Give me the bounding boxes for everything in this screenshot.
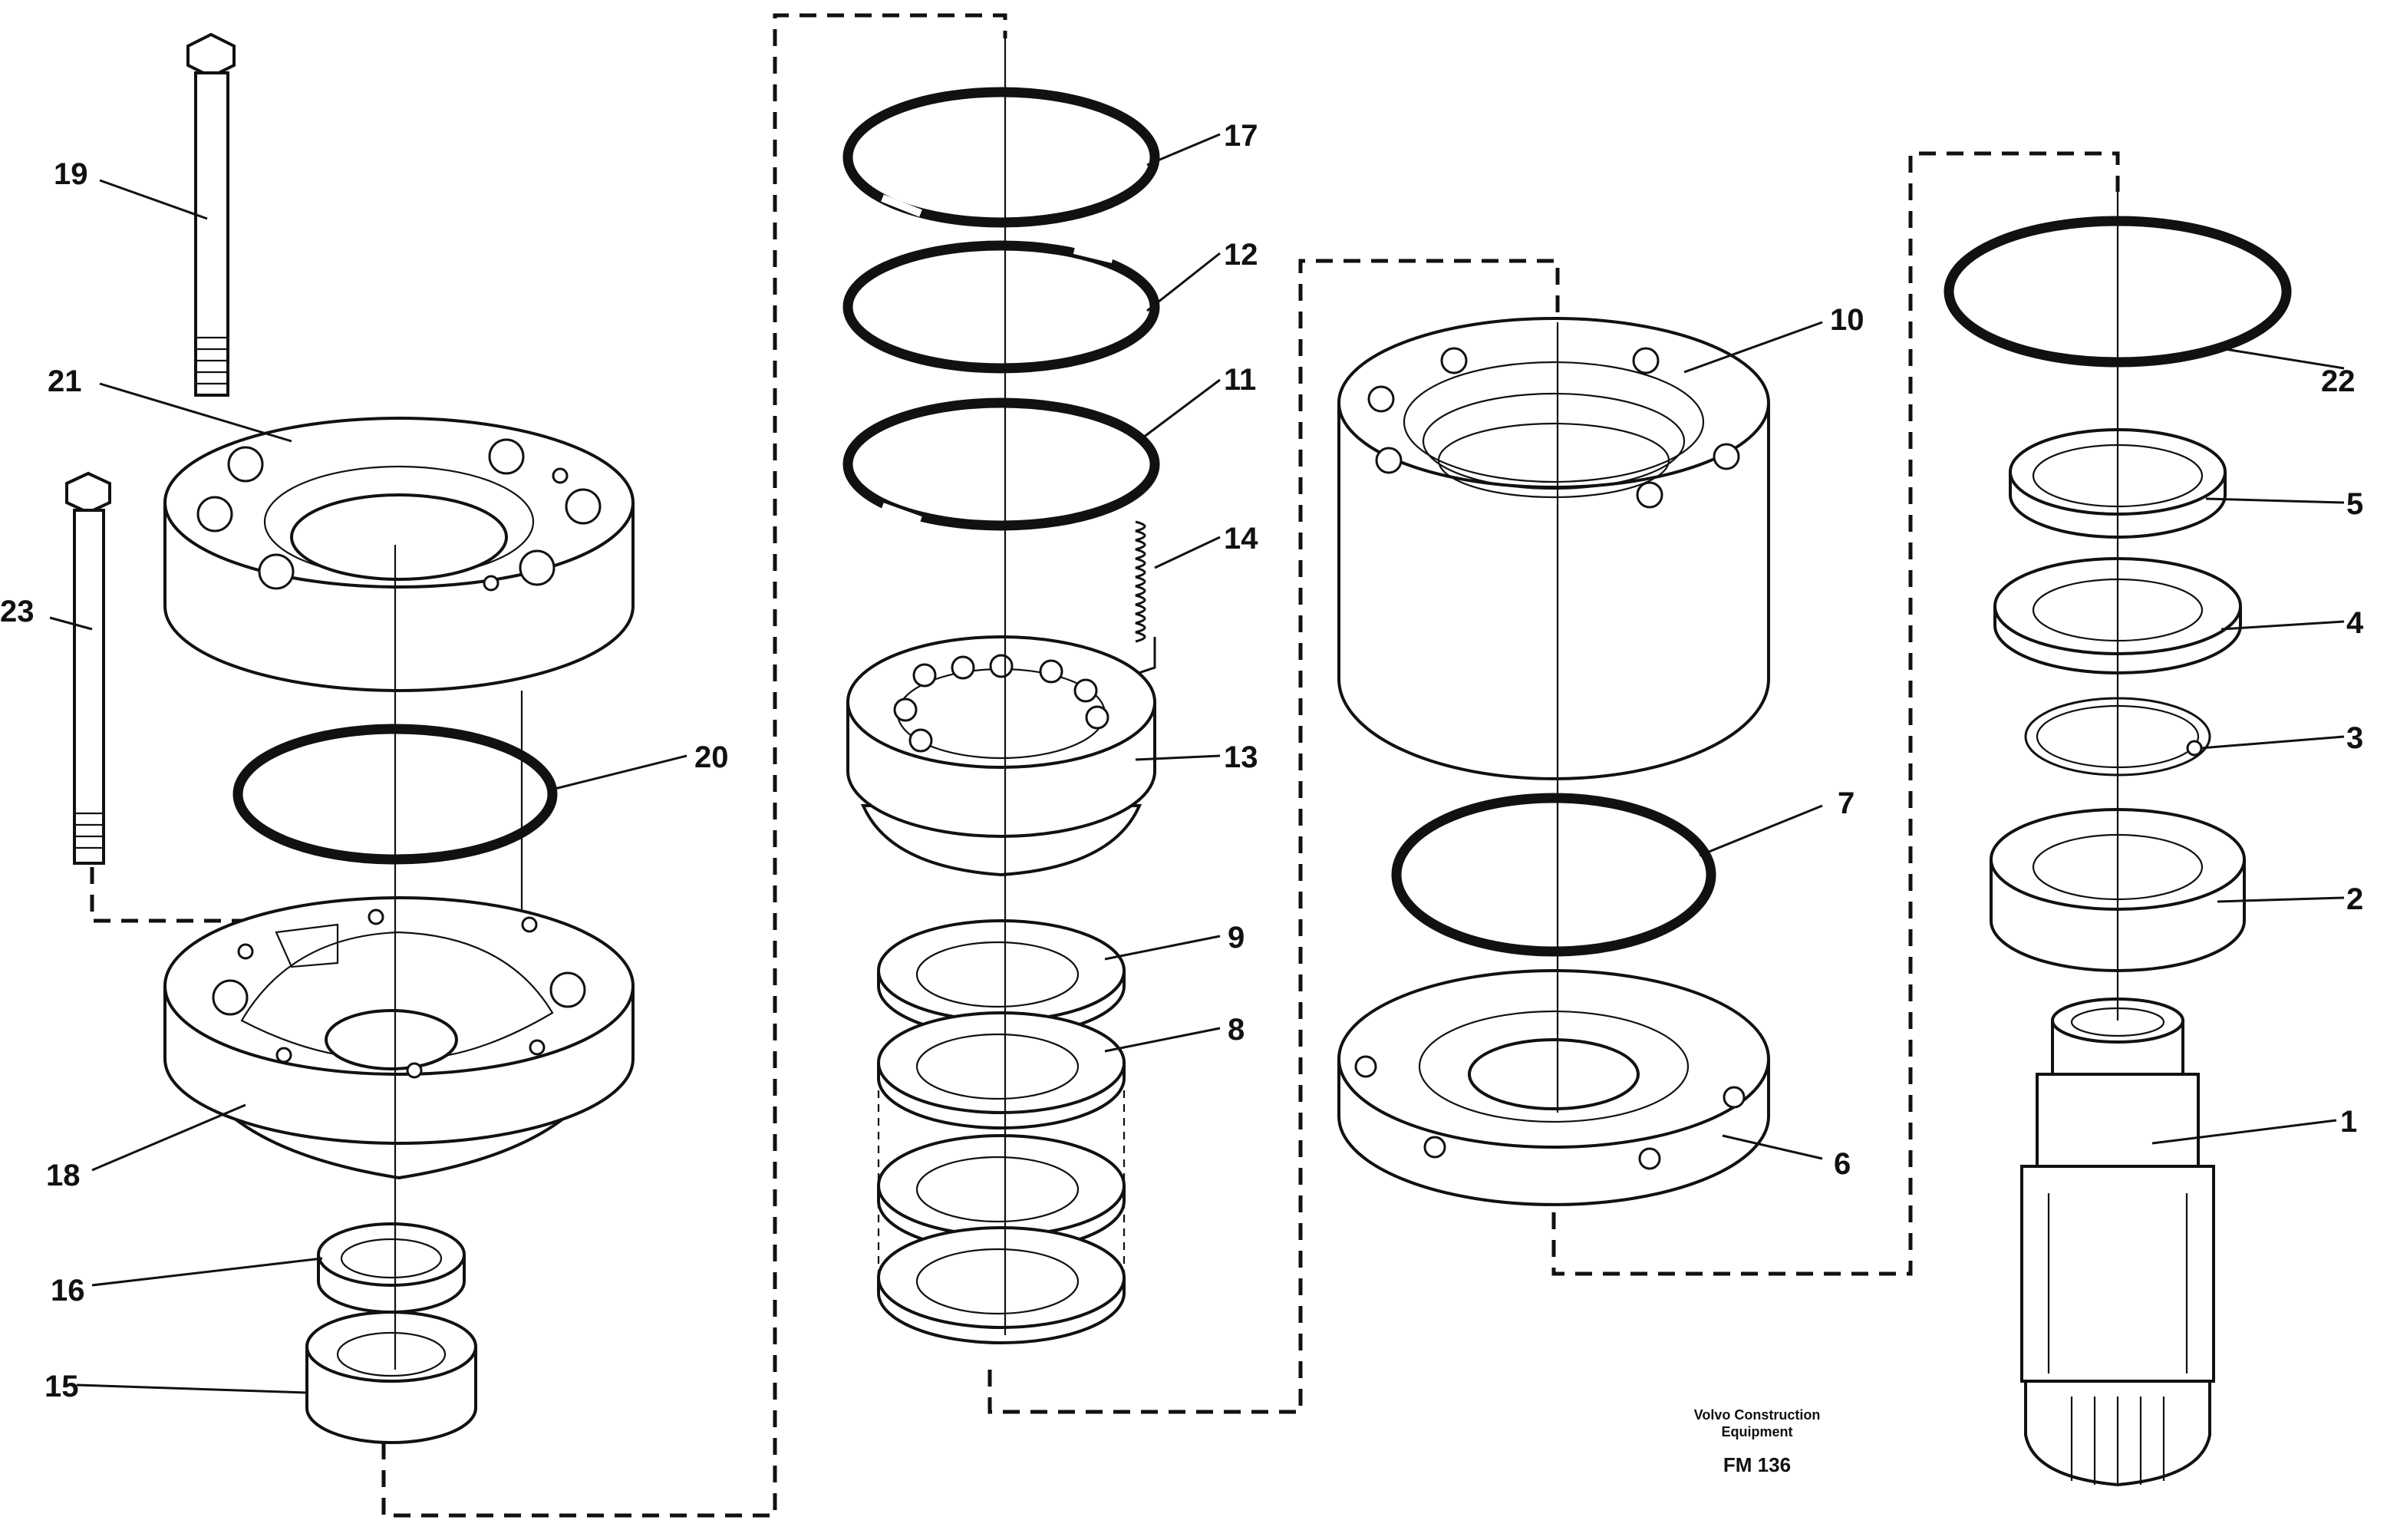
caption-maker-line1: Volvo Construction (1694, 1407, 1821, 1423)
caption-block: Volvo Construction Equipment FM 136 (1694, 1407, 1821, 1476)
part-6-cover-plate (1337, 969, 1770, 1206)
label-6: 6 (1834, 1147, 1851, 1181)
label-5: 5 (2346, 487, 2363, 521)
part-labels: 19 21 23 20 18 16 15 17 12 11 14 13 9 8 … (0, 119, 2364, 1403)
label-20: 20 (694, 740, 729, 774)
part-13-piston (846, 635, 1156, 877)
label-16: 16 (51, 1274, 85, 1308)
part-17-ring (842, 87, 1160, 228)
label-12: 12 (1224, 238, 1258, 272)
label-1: 1 (2340, 1105, 2357, 1139)
part-18-housing (163, 896, 635, 1180)
part-7-o-ring (1391, 793, 1716, 957)
label-2: 2 (2346, 882, 2363, 916)
part-8-steel-disc (877, 1011, 1126, 1129)
part-19-bolt (186, 32, 236, 397)
part-11-ring (842, 397, 1160, 531)
disc-pack-lower (877, 1063, 1126, 1344)
label-4: 4 (2346, 606, 2364, 640)
part-10-cylinder (1337, 317, 1770, 780)
part-12-ring (842, 240, 1160, 374)
part-15-bearing (305, 1311, 477, 1444)
label-23: 23 (0, 595, 35, 628)
assembly-path-lines (90, 13, 2120, 1518)
label-8: 8 (1228, 1013, 1245, 1047)
leader-lines (49, 133, 2345, 1394)
label-11: 11 (1224, 363, 1256, 397)
label-15: 15 (45, 1370, 79, 1403)
part-1-shaft (2020, 998, 2215, 1487)
part-23-bolt (65, 471, 111, 865)
label-13: 13 (1224, 740, 1258, 774)
assembly-axes (394, 38, 2119, 1370)
caption-maker-line2: Equipment (1722, 1424, 1793, 1439)
part-16-seal (317, 1222, 466, 1314)
label-3: 3 (2346, 721, 2363, 755)
label-21: 21 (48, 364, 82, 398)
label-19: 19 (54, 157, 88, 191)
part-21-flange (163, 417, 635, 692)
label-17: 17 (1224, 119, 1258, 153)
label-7: 7 (1838, 786, 1855, 820)
caption-ref: FM 136 (1723, 1453, 1791, 1476)
label-22: 22 (2321, 364, 2356, 398)
label-18: 18 (46, 1159, 81, 1192)
label-9: 9 (1228, 921, 1245, 955)
label-14: 14 (1224, 522, 1258, 556)
label-10: 10 (1830, 303, 1864, 337)
